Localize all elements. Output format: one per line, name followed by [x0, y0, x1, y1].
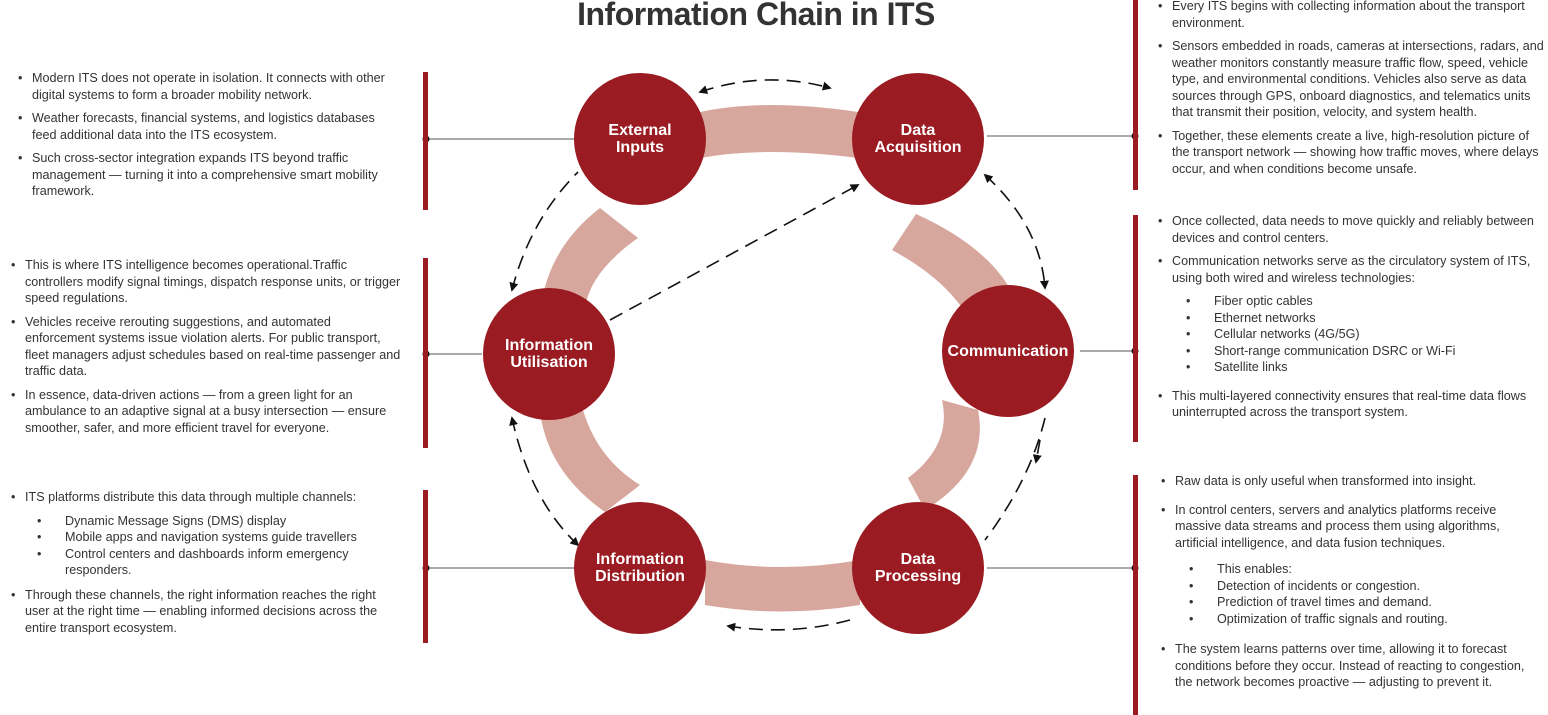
arrow-processing-to-distribution: [726, 619, 851, 632]
panel-bullet: Vehicles receive rerouting suggestions, …: [11, 314, 401, 380]
panel-bullet: This multi-layered connectivity ensures …: [1158, 388, 1544, 421]
arrow-communication-to-processing-head: [1032, 439, 1042, 464]
panel-sub-bullet: Control centers and dashboards inform em…: [37, 546, 373, 579]
panel-bullet: Once collected, data needs to move quick…: [1158, 213, 1544, 246]
node-communication: [942, 285, 1074, 417]
arrow-utilisation-to-external: [509, 171, 579, 292]
panel-bullet: Raw data is only useful when transformed…: [1161, 473, 1541, 490]
node-label-line: Distribution: [595, 568, 685, 585]
panel-bar-information-utilisation: [423, 258, 428, 448]
panel-sub-bullet: This enables:: [1189, 561, 1541, 578]
panel-sub-bullet: Short-range communication DSRC or Wi-Fi: [1186, 343, 1544, 360]
node-label-line: Processing: [874, 568, 962, 585]
panel-sub-bullet: Ethernet networks: [1186, 310, 1544, 327]
arrow-external-to-acquisition: [698, 79, 832, 94]
node-label-line: Communication: [947, 342, 1069, 360]
panel-communication: Once collected, data needs to move quick…: [1158, 213, 1544, 428]
panel-bar-external-inputs: [423, 72, 428, 210]
panel-bar-communication: [1133, 215, 1138, 442]
panel-connectors: [428, 135, 1134, 569]
dashed-arrows: [509, 79, 1049, 632]
node-circles: [483, 73, 1074, 634]
node-information-utilisation: [483, 288, 615, 420]
panel-bullet: Together, these elements create a live, …: [1158, 128, 1544, 178]
panel-bullet: Through these channels, the right inform…: [11, 587, 401, 637]
panel-bullet: This is where ITS intelligence becomes o…: [11, 257, 401, 307]
node-data-acquisition: [852, 73, 984, 205]
node-external-inputs: [574, 73, 706, 205]
ring-segment-top: [700, 105, 858, 158]
node-label-line: Utilisation: [510, 354, 588, 371]
arrow-acquisition-to-communication: [983, 173, 1049, 290]
node-label-line: Information: [505, 337, 593, 354]
panel-external-inputs: Modern ITS does not operate in isolation…: [18, 70, 400, 207]
panel-information-utilisation: This is where ITS intelligence becomes o…: [11, 257, 401, 443]
panel-bullet: Weather forecasts, financial systems, an…: [18, 110, 400, 143]
panel-bar-data-acquisition: [1133, 0, 1138, 190]
ring-segment-bottom: [705, 560, 860, 612]
ring-segment-lower-right: [908, 400, 980, 510]
ring-segment-upper-left: [542, 208, 638, 308]
node-label-line: Data: [900, 122, 936, 139]
panel-bullet: In control centers, servers and analytic…: [1161, 502, 1541, 552]
panel-bullet: Communication networks serve as the circ…: [1158, 253, 1544, 286]
panel-sub-bullet: Prediction of travel times and demand.: [1189, 594, 1541, 611]
panel-sub-bullet: Satellite links: [1186, 359, 1544, 376]
panel-bullet: Sensors embedded in roads, cameras at in…: [1158, 38, 1544, 121]
panel-sub-bullet: Fiber optic cables: [1186, 293, 1544, 310]
node-label-line: Data: [900, 551, 936, 568]
arrow-communication-to-processing: [984, 417, 1046, 541]
panel-bullet: In essence, data-driven actions — from a…: [11, 387, 401, 437]
panel-sub-bullet: Mobile apps and navigation systems guide…: [37, 529, 373, 546]
panel-sub-bullet: Cellular networks (4G/5G): [1186, 326, 1544, 343]
node-label-line: Inputs: [615, 139, 664, 156]
node-label-line: External: [608, 122, 672, 139]
panel-information-distribution: ITS platforms distribute this data throu…: [11, 489, 401, 643]
arrow-distribution-to-utilisation: [509, 416, 580, 547]
node-label-communication: Communication: [938, 317, 1078, 385]
panel-data-processing: Raw data is only useful when transformed…: [1161, 473, 1541, 698]
panel-sub-bullet: Dynamic Message Signs (DMS) display: [37, 513, 373, 530]
node-label-line: Information: [595, 551, 684, 568]
panel-bullet: ITS platforms distribute this data throu…: [11, 489, 401, 506]
panel-sub-bullet: Detection of incidents or congestion.: [1189, 578, 1541, 595]
node-information-distribution: [574, 502, 706, 634]
panel-bullet: Such cross-sector integration expands IT…: [18, 150, 400, 200]
arrow-utilisation-to-acquisition: [609, 184, 860, 321]
panel-bullet: Every ITS begins with collecting informa…: [1158, 0, 1544, 31]
panel-sub-bullet: Optimization of traffic signals and rout…: [1189, 611, 1541, 628]
panel-bar-information-distribution: [423, 490, 428, 643]
panel-bullet: Modern ITS does not operate in isolation…: [18, 70, 400, 103]
panel-data-acquisition: Every ITS begins with collecting informa…: [1158, 0, 1544, 184]
node-data-processing: [852, 502, 984, 634]
node-label-line: Acquisition: [874, 139, 962, 156]
panel-bar-data-processing: [1133, 475, 1138, 715]
page-title: Information Chain in ITS: [577, 0, 935, 32]
panel-bullet: The system learns patterns over time, al…: [1161, 641, 1541, 691]
